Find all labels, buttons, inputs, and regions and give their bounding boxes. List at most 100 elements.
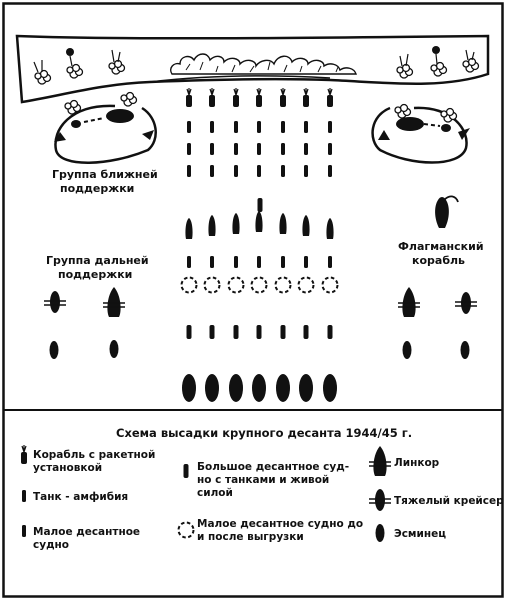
svg-text:Малое десантное судно дои посл: Малое десантное судно дои после выгрузки [197,518,363,543]
legend-destroyer: Эсминец [375,524,446,542]
svg-text:Большое десантное суд-но с тан: Большое десантное суд-но с танками и жив… [197,461,349,499]
amphibious-tank-icon [22,490,26,502]
amphibious-tank-icon [328,143,332,155]
small-landing-craft-icon [209,325,215,339]
tree-icon [170,53,357,75]
rocket-ship-icon [255,87,263,108]
amphibious-tank-icon [281,165,285,177]
small-landing-craft-dashed-icon [203,276,221,294]
small-landing-craft-dashed-icon [227,276,245,294]
amphibious-tank-icon [187,143,191,155]
small-landing-craft-icon [281,256,285,268]
diagram-title: Схема высадки крупного десанта 1944/45 г… [116,426,412,440]
heavy-cruiser-icon [368,488,392,512]
legend-battleship: Линкор [368,445,440,477]
rocket-ship-icon [232,87,240,108]
svg-text:Танк - амфибия: Танк - амфибия [33,491,128,503]
legend-large-landing-ship: Большое десантное суд-но с танками и жив… [183,461,349,499]
small-landing-craft-icon [327,325,333,339]
rocket-ship-icon [185,87,193,108]
small-landing-craft-icon [187,256,191,268]
amphibious-tank-icon [328,165,332,177]
amphibious-tank-icon [210,165,214,177]
amphibious-tank-icon [234,143,238,155]
small-landing-craft-dashed-icon [297,276,315,294]
small-landing-craft-icon [328,256,332,268]
explosion-icon [33,46,480,85]
amphibious-tank-icon [187,165,191,177]
amphibious-tank-icon [257,165,261,177]
close-support-group-right [371,103,470,164]
large-landing-ship-icon [232,213,240,234]
amphibious-tank-icon [234,165,238,177]
large-landing-ship-icon [183,464,189,478]
rocket-ship-icon [326,87,334,108]
far-support-group-left [43,286,126,359]
amphibious-tank-icon [187,121,191,133]
destroyer-icon [205,374,219,402]
small-landing-craft-icon [257,256,261,268]
amphibious-tank-icon [304,165,308,177]
rocket-ship-icon [279,87,287,108]
small-landing-craft-icon [210,256,214,268]
amphibious-tank-icon [257,121,261,133]
far-support-group-right [397,286,478,359]
small-landing-craft-icon [234,256,238,268]
destroyer-icon [299,374,313,402]
svg-text:Эсминец: Эсминец [394,528,446,540]
large-landing-ship-icon [185,218,193,239]
amphibious-tank-icon [257,143,261,155]
svg-text:Линкор: Линкор [394,457,440,469]
amphibious-tank-icon [281,143,285,155]
destroyer-icon [182,374,196,402]
close-support-group-left [54,91,157,164]
amphibious-tank-icon [210,121,214,133]
flagship-icon [435,195,459,228]
small-landing-craft-icon [304,256,308,268]
small-landing-craft-icon [257,198,263,212]
legend-amphibious-tank: Танк - амфибия [22,490,128,503]
destroyer-icon [276,374,290,402]
small-landing-craft-dashed-icon [250,276,268,294]
amphibious-tank-icon [234,121,238,133]
small-landing-craft-icon [186,325,192,339]
destroyer-icon [375,524,385,542]
amphibious-tank-icon [304,143,308,155]
rocket-ship-icon [20,444,28,465]
small-landing-craft-icon [256,325,262,339]
rocket-ship-icon [208,87,216,108]
large-landing-ship-icon [302,215,310,236]
small-landing-craft-dashed-icon [321,276,339,294]
small-landing-craft-icon [233,325,239,339]
destroyer-icon [252,374,266,402]
small-landing-craft-icon [303,325,309,339]
diagram-frame [2,2,504,598]
rocket-ship-icon [302,87,310,108]
small-landing-craft-dashed-icon [274,276,292,294]
destroyer-icon [323,374,337,402]
small-landing-craft-icon [22,525,26,537]
amphibious-tank-icon [281,121,285,133]
svg-text:Тяжелый крейсер: Тяжелый крейсер [394,495,504,507]
battleship-icon [368,445,392,477]
large-landing-ship-icon [326,218,334,239]
large-landing-ship-icon [279,213,287,234]
small-landing-craft-icon [280,325,286,339]
small-landing-craft-dashed-icon [177,521,195,539]
legend-heavy-cruiser: Тяжелый крейсер [368,488,504,512]
landing-formation [180,87,339,402]
large-landing-ship-icon [208,215,216,236]
large-landing-ship-icon [255,211,263,232]
amphibious-tank-icon [210,143,214,155]
amphibious-tank-icon [328,121,332,133]
small-landing-craft-dashed-icon [180,276,198,294]
amphibious-tank-icon [304,121,308,133]
